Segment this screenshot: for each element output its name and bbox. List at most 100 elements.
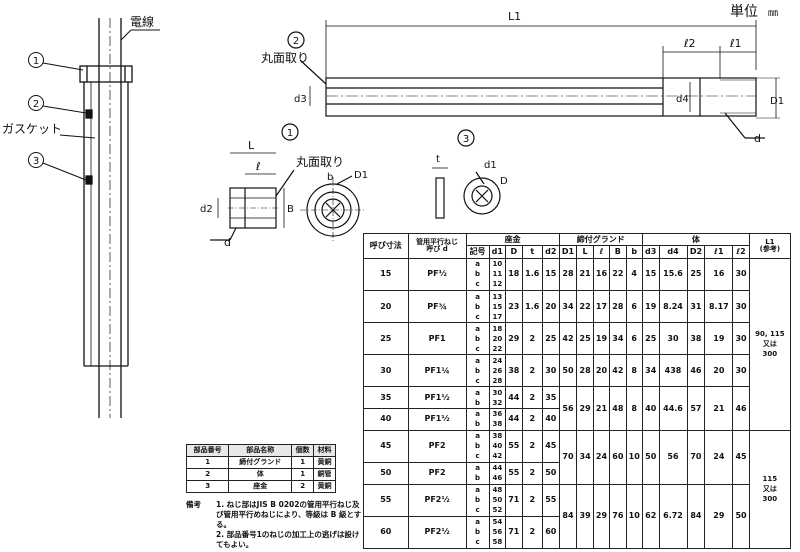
cell-b: 6 — [625, 322, 643, 356]
dim-L-label: L — [248, 139, 255, 152]
cell-l2: 50 — [732, 483, 750, 550]
hdr-L: L — [576, 245, 594, 259]
callout-2b-label: 2 — [293, 36, 299, 47]
cell-B: 42 — [609, 354, 627, 388]
cell-marks: a b c — [465, 429, 490, 463]
wire-label: 電線 — [130, 14, 154, 29]
cell-D: 44 — [505, 386, 523, 410]
cell-marks: a b — [465, 408, 490, 431]
cell-marks: a b c — [465, 289, 490, 324]
cell-D2: 25 — [686, 257, 706, 291]
cell-l1: 29 — [704, 483, 734, 550]
cell-L: 34 — [576, 429, 594, 485]
cell-t: 2 — [521, 429, 543, 463]
cell-d2: 45 — [541, 429, 560, 463]
cell-L: 22 — [576, 289, 594, 324]
cell-B: 76 — [609, 483, 627, 550]
cell-l1: 24 — [704, 429, 734, 485]
cell-t: 2 — [521, 483, 543, 517]
cell-b: 10 — [625, 429, 643, 485]
dim-l-label: ℓ — [255, 160, 261, 173]
hdr-d4: d4 — [658, 245, 688, 259]
hdr-packing: 座金 — [465, 232, 560, 247]
cell-l2: 30 — [732, 289, 750, 324]
cell-D1: 42 — [558, 322, 578, 356]
dim-d1-label: d1 — [484, 160, 497, 171]
note-item-2: 2. 部品番号1のねじの加工上の逃げは設けてもよい。 — [216, 530, 360, 549]
hdr-B: B — [609, 245, 627, 259]
cell-d4: 44.6 — [658, 386, 688, 431]
cell-D1: 84 — [558, 483, 578, 550]
cell-b: 10 — [625, 483, 643, 550]
dim-B-label: B — [287, 204, 294, 215]
cell-size: 45 — [363, 429, 409, 463]
gland-detail-view — [210, 123, 366, 243]
cell-marks: a b — [465, 461, 490, 485]
cell-d1: 48 50 52 — [488, 483, 507, 517]
cell-d1: 44 46 — [488, 461, 507, 485]
cell-D2: 84 — [686, 483, 706, 550]
cell-d1: 10 11 12 — [488, 257, 507, 291]
parts-header-row: 部品番号 部品名称 個数 材料 — [185, 444, 336, 457]
cell-d3: 62 — [641, 483, 660, 550]
callout-2b-circle — [287, 31, 305, 49]
cell-l1: 20 — [704, 354, 734, 388]
callout-1b-circle — [281, 123, 299, 141]
cell-d2: 60 — [541, 515, 560, 550]
cell-l1: 21 — [704, 386, 734, 431]
cell-d3: 50 — [641, 429, 660, 485]
cell-l: 20 — [592, 354, 611, 388]
cell-b: 8 — [625, 386, 643, 431]
cell-l2: 46 — [732, 386, 750, 431]
cell-l1: 16 — [704, 257, 734, 291]
callout-2-circle — [28, 95, 44, 111]
cell-d2: 55 — [541, 483, 560, 517]
callout-3b-label: 3 — [463, 134, 469, 145]
cell-l1: 19 — [704, 322, 734, 356]
cell-B: 48 — [609, 386, 627, 431]
washer-detail-view — [432, 129, 501, 219]
cell-D: 29 — [505, 322, 523, 356]
cell-d4: 56 — [658, 429, 688, 485]
hdr-D1: D1 — [558, 245, 578, 259]
cell-d2: 20 — [541, 289, 560, 324]
cell-d1: 38 40 42 — [488, 429, 507, 463]
cell-D: 71 — [505, 515, 523, 550]
cell-d4: 30 — [658, 322, 688, 356]
cell-d4: 6.72 — [658, 483, 688, 550]
assembly-view — [79, 18, 133, 418]
cell-marks: a b c — [465, 515, 490, 550]
dim-d-label-gland: d — [224, 236, 231, 249]
dim-b-label: b — [327, 172, 333, 183]
cell-D: 44 — [505, 408, 523, 431]
cell-D1: 50 — [558, 354, 578, 388]
cell-d2: 35 — [541, 386, 560, 410]
cell-t: 1.6 — [521, 257, 543, 291]
dim-D-label: D — [500, 176, 508, 187]
cell-d1: 13 15 17 — [488, 289, 507, 324]
callout-3b-circle — [457, 129, 475, 147]
cell-B: 34 — [609, 322, 627, 356]
cell-d2: 40 — [541, 408, 560, 431]
cell-d4: 8.24 — [658, 289, 688, 324]
cell-D: 55 — [505, 429, 523, 463]
cell-l: 24 — [592, 429, 611, 485]
hdr-gland: 締付グランド — [558, 232, 643, 247]
cell-d3: 25 — [641, 322, 660, 356]
cell-l1: 8.17 — [704, 289, 734, 324]
cell-t: 2 — [521, 322, 543, 356]
hdr-D2: D2 — [686, 245, 706, 259]
gasket-label: ガスケット — [2, 122, 62, 136]
hdr-D: D — [505, 245, 523, 259]
parts-row: 2 体 1 銅管 — [185, 468, 336, 481]
parts-hdr-material: 材料 — [313, 444, 336, 457]
cell-l: 16 — [592, 257, 611, 291]
cell-b: 6 — [625, 289, 643, 324]
hdr-d2: d2 — [541, 245, 560, 259]
